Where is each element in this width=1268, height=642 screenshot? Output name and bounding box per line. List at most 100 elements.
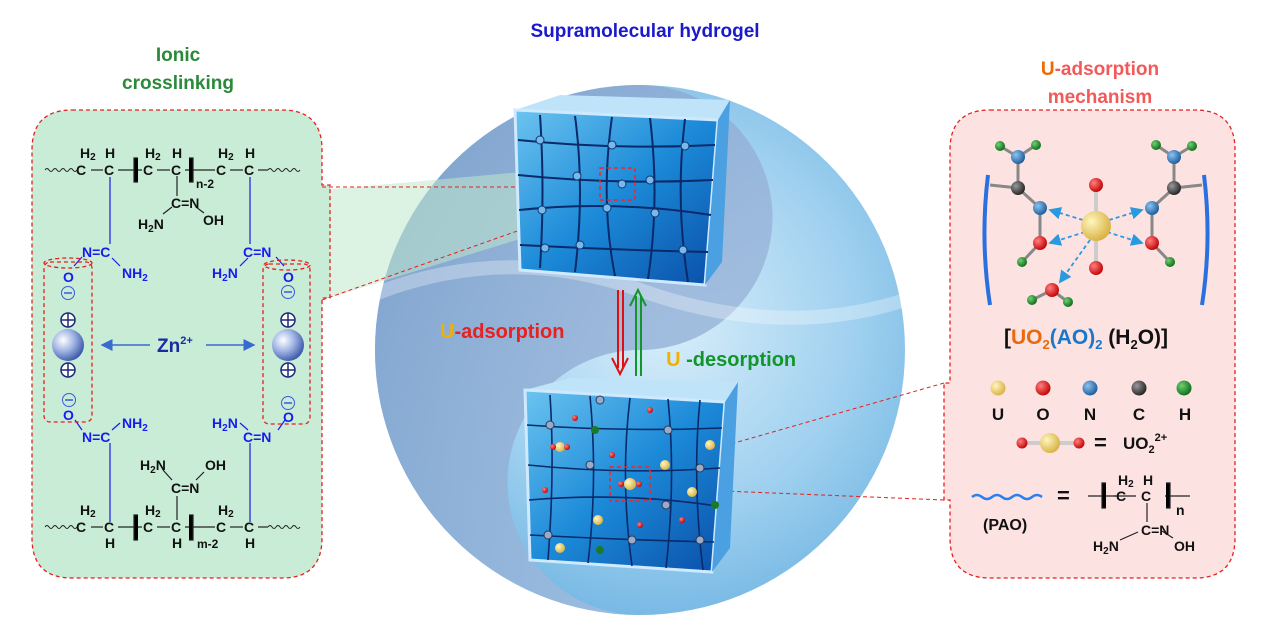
svg-text:H2: H2 [1118,472,1134,490]
adsorption-arrow [611,290,629,377]
nh2-label: NH2 [122,265,148,284]
legend-swatch-o [1035,380,1051,396]
atom-c: C [244,162,254,178]
atom-c: C [143,519,153,535]
adsorption-text: -adsorption [454,321,565,343]
imine-nc: N=C [82,244,110,260]
uranyl-legend: = UO22+ [1016,430,1167,456]
complex-formula: [UO2(AO)2 (H2O)] [1004,326,1168,352]
zn-label: Zn2+ [100,335,256,357]
h2-label: H2 [218,502,234,520]
amidoxime-h2n: H2N [140,457,166,476]
pao-chain-top: C H2 C H C H2 C H n-2 C H2 C H C=N H2N O… [44,145,301,235]
zn-ion-left [43,257,93,423]
svg-text:=: = [1057,483,1070,508]
atom-h: H [105,535,115,551]
u-adsorption-mechanism-title: U-adsorption mechanism [990,56,1210,112]
hydrogel-cube-bottom [523,378,738,574]
title-u: U [1040,59,1055,80]
u-letter: U [440,321,455,343]
oxygen-anion: O [283,409,294,425]
atom-c: C [104,162,114,178]
supramolecular-hydrogel-title: Supramolecular hydrogel [530,21,760,42]
legend-swatch-h [1176,380,1192,396]
legend-label: O [1036,405,1049,424]
title-line: U-adsorption [990,56,1210,84]
h2-label: H2 [145,145,161,163]
amidoxime-oh: OH [203,212,224,228]
u-adsorption-mechanism-panel [943,109,1236,579]
amidoxime-oh: OH [205,457,226,473]
atom-c: C [76,519,86,535]
svg-text:H2N: H2N [1093,538,1119,557]
title-rest: -adsorption [1054,59,1160,80]
oxygen-anion: O [283,269,294,285]
legend-label: C [1133,405,1145,424]
nh2-label: NH2 [122,415,148,434]
hydrogel-cube-top [513,95,730,287]
imine-nc: N=C [82,429,110,445]
h2-label: H2 [145,502,161,520]
svg-text:(PAO): (PAO) [983,517,1027,534]
atom-h: H [172,535,182,551]
amidoxime-cn: C=N [171,480,199,496]
amidoxime-h2n: H2N [138,216,164,235]
h2n-label: H2N [212,415,238,434]
title-line: Ionic [155,45,201,66]
legend-label: N [1084,405,1096,424]
u-adsorption-label: U-adsorption [440,318,610,346]
svg-text:n: n [1176,502,1185,518]
atom-c: C [216,519,226,535]
atom-c: C [171,162,181,178]
svg-text:UO22+: UO22+ [1123,432,1167,456]
svg-text:C: C [1141,488,1151,504]
imine-cn: C=N [243,429,271,445]
u-desorption-label: U -desorption [655,318,825,374]
pao-chain-bottom: C H2 C H C H2 C H m-2 C H2 C H C=N H2N O… [44,457,301,551]
svg-text:C=N: C=N [1141,522,1169,538]
title-line: crosslinking [122,73,234,94]
svg-text:Zn2+: Zn2+ [157,335,193,357]
zn-crosslinks: N=C NH2 C=N H2N N=C NH2 C=N H2N O O O O [63,177,294,522]
h2n-label: H2N [212,265,238,284]
legend-swatch-n [1082,380,1098,396]
atom-c: C [143,162,153,178]
zn-ion-right [262,259,311,425]
connector-line [639,382,945,471]
h2-label: H2 [80,502,96,520]
pao-legend: (PAO) = C H2 C H n C=N H2N OH [971,472,1195,557]
u-letter: U [666,349,681,371]
uranyl-complex [982,140,1210,307]
atom-h: H [245,535,255,551]
svg-text:H: H [1143,472,1153,488]
atom-c: C [104,519,114,535]
atom-h: H [172,145,182,161]
svg-text:C: C [1116,488,1126,504]
amidoxime-cn: C=N [171,195,199,211]
imine-cn: C=N [243,244,271,260]
legend-label: U [992,405,1004,424]
ionic-crosslinking-panel [31,109,331,579]
h2-label: H2 [218,145,234,163]
repeat-n: n-2 [196,177,214,191]
connector-line [321,199,606,301]
legend-label: H [1179,405,1191,424]
h2-label: H2 [80,145,96,163]
legend-swatch-c [1131,380,1147,396]
desorption-text: -desorption [680,349,797,371]
ionic-crosslinking-title: Ionic crosslinking [88,42,268,98]
atom-legend: U O N C H [990,380,1192,424]
atom-h: H [245,145,255,161]
oxygen-anion: O [63,269,74,285]
atom-c: C [171,519,181,535]
oxygen-anion: O [63,407,74,423]
atom-c: C [244,519,254,535]
desorption-arrow [629,287,647,376]
atom-h: H [105,145,115,161]
svg-text:=: = [1094,430,1107,455]
atom-c: C [76,162,86,178]
legend-swatch-u [990,380,1006,396]
repeat-m: m-2 [197,537,219,551]
